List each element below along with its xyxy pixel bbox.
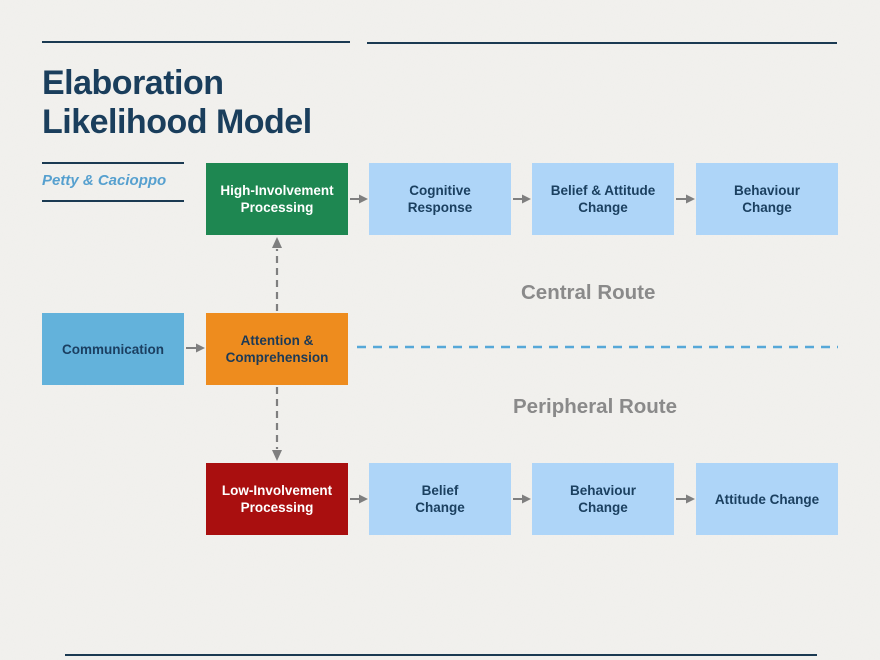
central-route-label: Central Route xyxy=(521,281,656,304)
node-label: Cognitive Response xyxy=(407,183,473,215)
arrowhead-high-to-cognitive xyxy=(359,194,368,204)
node-label: Attention & Comprehension xyxy=(225,333,329,365)
arrowhead-attention-to-high xyxy=(272,237,282,248)
byline-rule-top xyxy=(42,162,184,164)
node-label: Belief & Attitude Change xyxy=(550,183,656,215)
node-label: Behaviour Change xyxy=(733,183,801,215)
node-cognitive-response: Cognitive Response xyxy=(369,163,511,235)
top-rule-right xyxy=(367,42,837,44)
arrowhead-belief-attitude-to-behaviour xyxy=(686,194,695,204)
node-behaviour-change-peripheral: Behaviour Change xyxy=(532,463,674,535)
node-attention-comprehension: Attention & Comprehension xyxy=(206,313,348,385)
node-label: Belief Change xyxy=(415,483,465,515)
node-low-involvement-processing: Low-Involvement Processing xyxy=(206,463,348,535)
node-label: High-Involvement Processing xyxy=(220,183,334,215)
page-title-line2: Likelihood Model xyxy=(42,103,312,141)
node-attitude-change: Attitude Change xyxy=(696,463,838,535)
node-high-involvement-processing: High-Involvement Processing xyxy=(206,163,348,235)
byline: Petty & Cacioppo xyxy=(42,172,167,189)
top-rule-left xyxy=(42,41,350,43)
node-label: Attitude Change xyxy=(714,491,820,507)
arrowhead-low-to-belief xyxy=(359,494,368,504)
node-belief-change: Belief Change xyxy=(369,463,511,535)
arrowhead-attention-to-low xyxy=(272,450,282,461)
node-behaviour-change-central: Behaviour Change xyxy=(696,163,838,235)
node-label: Behaviour Change xyxy=(569,483,637,515)
page-title: Elaboration Likelihood Model xyxy=(42,64,462,142)
arrowhead-communication-to-attention xyxy=(196,343,205,353)
peripheral-route-label: Peripheral Route xyxy=(513,395,678,418)
node-communication: Communication xyxy=(42,313,184,385)
arrowhead-behaviour-to-attitude xyxy=(686,494,695,504)
node-label: Low-Involvement Processing xyxy=(221,483,333,515)
page-title-line1: Elaboration xyxy=(42,64,224,102)
bottom-rule xyxy=(65,654,817,656)
node-belief-attitude-change: Belief & Attitude Change xyxy=(532,163,674,235)
node-label: Communication xyxy=(61,341,164,357)
byline-rule-bottom xyxy=(42,200,184,202)
arrowhead-belief-to-behaviour xyxy=(522,494,531,504)
arrowhead-cognitive-to-belief-attitude xyxy=(522,194,531,204)
